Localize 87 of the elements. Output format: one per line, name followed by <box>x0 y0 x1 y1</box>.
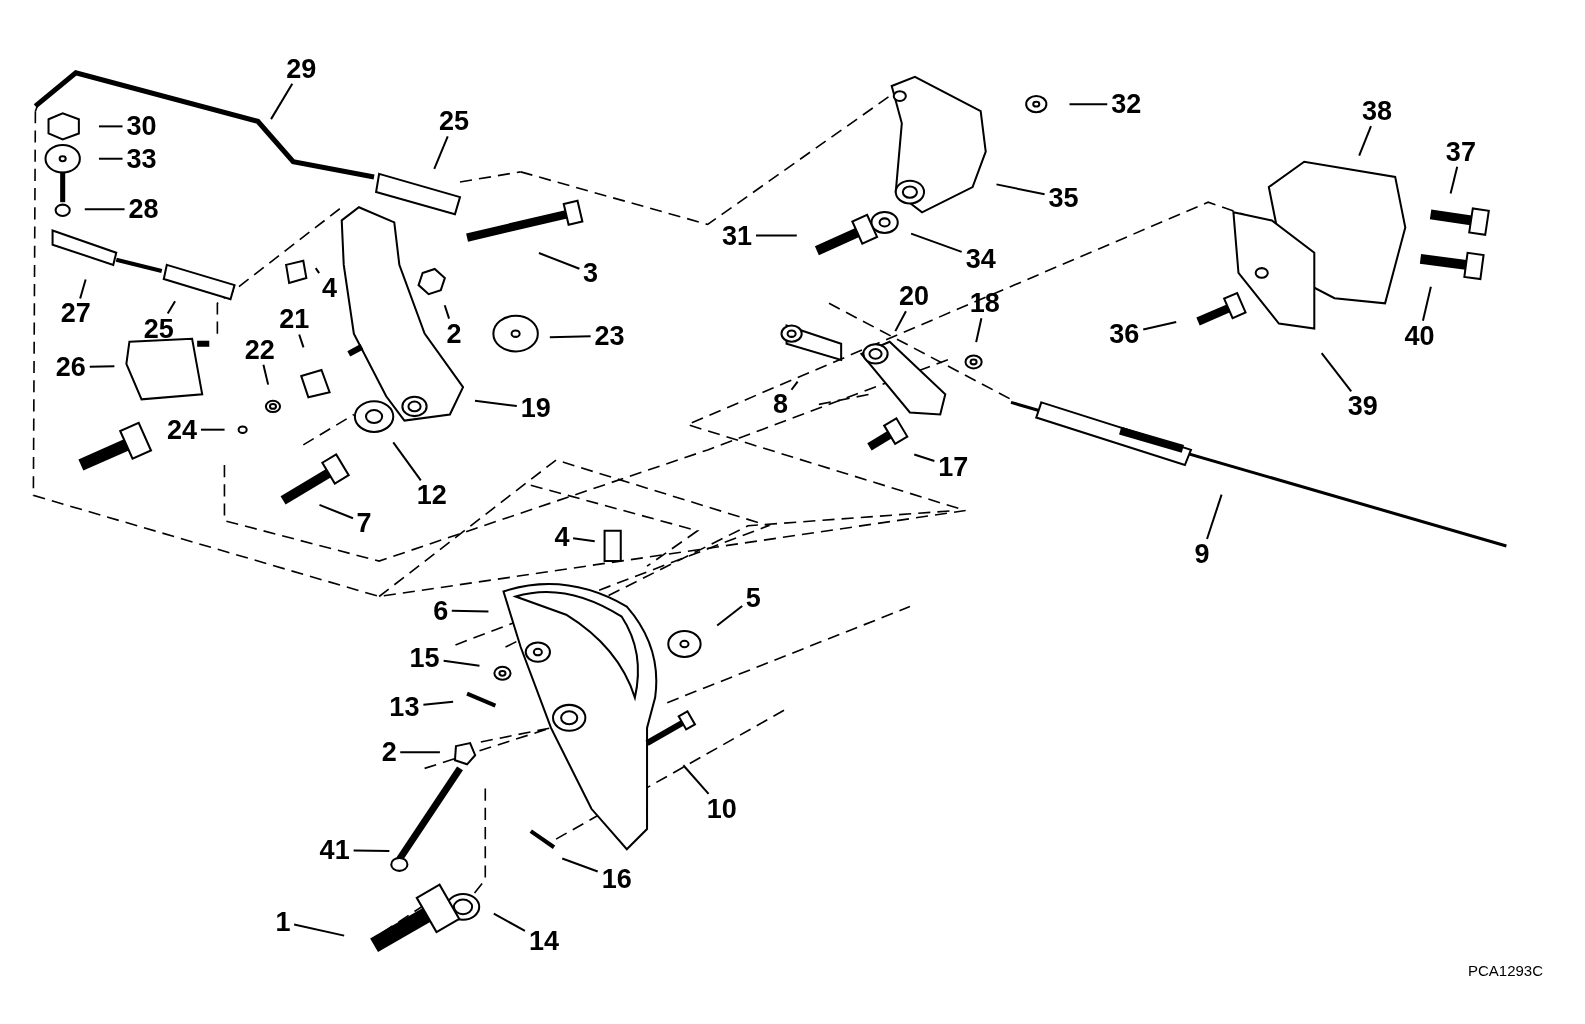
callout-number: 18 <box>965 288 1004 319</box>
callout-number: 35 <box>1044 183 1083 214</box>
callout-number: 40 <box>1400 320 1439 351</box>
callout-number: 41 <box>315 835 354 866</box>
leader-line <box>314 267 321 275</box>
callout-number: 5 <box>742 582 765 613</box>
callout-number: 1 <box>272 907 295 938</box>
leader-line <box>399 751 441 754</box>
leader-line <box>97 157 124 160</box>
callout-number: 4 <box>551 521 574 552</box>
callout-number: 37 <box>1441 136 1480 167</box>
callout-number: 24 <box>162 414 201 445</box>
callout-number: 27 <box>56 298 95 329</box>
callout-number: 6 <box>429 595 452 626</box>
callout-number: 2 <box>378 737 401 768</box>
callout-number: 16 <box>597 863 636 894</box>
callout-number: 39 <box>1343 391 1382 422</box>
leader-line <box>1320 352 1353 393</box>
leader-line <box>995 183 1046 196</box>
leader-line <box>166 300 177 315</box>
leader-line <box>682 764 710 795</box>
leader-line <box>790 380 799 391</box>
leader-line <box>572 537 596 543</box>
callout-number: 23 <box>590 320 629 351</box>
leader-line <box>716 605 744 627</box>
callout-number: 12 <box>412 480 451 511</box>
leader-line <box>262 363 270 386</box>
callout-number: 29 <box>282 53 321 84</box>
callout-number: 17 <box>934 452 973 483</box>
leader-line <box>83 208 126 211</box>
callout-number: 9 <box>1191 539 1214 569</box>
leader-line <box>422 700 455 706</box>
callout-number: 31 <box>718 220 756 251</box>
callout-number: 19 <box>516 393 555 424</box>
callout-number: 25 <box>139 313 178 344</box>
leader-line <box>1068 103 1109 106</box>
leader-line <box>450 609 490 613</box>
callout-number: 28 <box>124 194 163 225</box>
callout-number: 38 <box>1357 96 1396 127</box>
callout-number: 10 <box>702 793 741 824</box>
leader-line <box>894 310 907 333</box>
leader-line <box>442 659 481 667</box>
callout-number: 15 <box>405 643 444 674</box>
callout-number: 22 <box>240 334 279 365</box>
leader-line <box>1449 165 1459 195</box>
leader-line <box>433 135 449 170</box>
leader-line <box>1142 321 1178 331</box>
callout-number: 26 <box>51 352 90 382</box>
leader-line <box>200 428 226 431</box>
callout-number: 14 <box>524 926 563 957</box>
leader-line <box>88 365 116 368</box>
callout-number: 21 <box>275 304 314 335</box>
callout-number: 20 <box>894 281 933 312</box>
leader-line <box>492 912 526 932</box>
drawing-code: PCA1293C <box>1468 962 1544 979</box>
leader-line <box>1421 285 1432 322</box>
callout-number: 34 <box>961 243 1000 274</box>
leader-line <box>443 304 451 320</box>
leader-line <box>537 252 581 270</box>
callout-number: 25 <box>434 106 473 137</box>
callout-number: 30 <box>122 111 161 142</box>
callout-number: 33 <box>122 143 161 174</box>
callout-number: 36 <box>1105 318 1144 349</box>
callout-number: 4 <box>318 273 341 304</box>
leader-line <box>1206 493 1223 541</box>
leader-line <box>913 453 936 462</box>
leader-line <box>298 333 305 349</box>
callout-number: 32 <box>1107 89 1146 120</box>
leader-line <box>548 335 592 339</box>
leader-line <box>473 399 518 408</box>
leader-line <box>318 503 354 520</box>
callout-number: 13 <box>385 691 424 722</box>
leader-line <box>561 857 599 873</box>
leader-line <box>352 849 391 853</box>
leader-line <box>910 232 963 253</box>
callout-number: 8 <box>769 389 792 420</box>
leader-line <box>79 278 87 300</box>
leader-line <box>755 234 798 237</box>
leader-line <box>293 923 346 937</box>
leader-line <box>1358 125 1372 157</box>
leader-line <box>270 82 294 121</box>
leader-line <box>97 125 124 128</box>
callout-number: 3 <box>579 257 602 288</box>
callout-number: 2 <box>442 318 465 349</box>
leader-line <box>975 317 983 344</box>
leader-line <box>392 441 422 482</box>
callout-number: 7 <box>352 507 375 538</box>
